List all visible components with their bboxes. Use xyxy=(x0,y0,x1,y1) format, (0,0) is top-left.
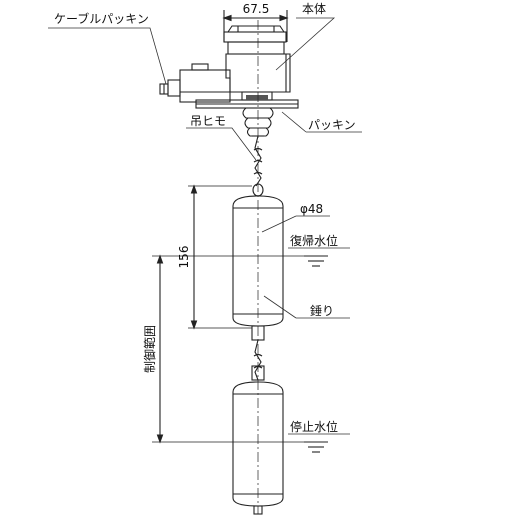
height-dimension xyxy=(188,184,252,330)
weight-label: 錘り xyxy=(310,303,334,318)
stop-level-symbol xyxy=(304,441,328,453)
body-label: 本体 xyxy=(302,2,326,16)
width-dimension-label: 67.5 xyxy=(243,2,270,16)
packing-label: パッキン xyxy=(308,118,356,132)
stop-level-label: 停止水位 xyxy=(290,419,338,434)
diameter-label: φ48 xyxy=(300,202,323,216)
cable-packing-label: ケーブルパッキン xyxy=(54,11,149,26)
hanging-cord-label: 吊ヒモ xyxy=(190,114,226,128)
height-dimension-label: 156 xyxy=(177,246,191,269)
return-level-label: 復帰水位 xyxy=(290,233,338,248)
control-range-label: 制御範囲 xyxy=(142,325,157,373)
leader-lines xyxy=(48,17,362,435)
control-range-dimension xyxy=(152,254,316,444)
switch-body xyxy=(159,25,299,109)
return-level-symbol xyxy=(304,255,328,267)
